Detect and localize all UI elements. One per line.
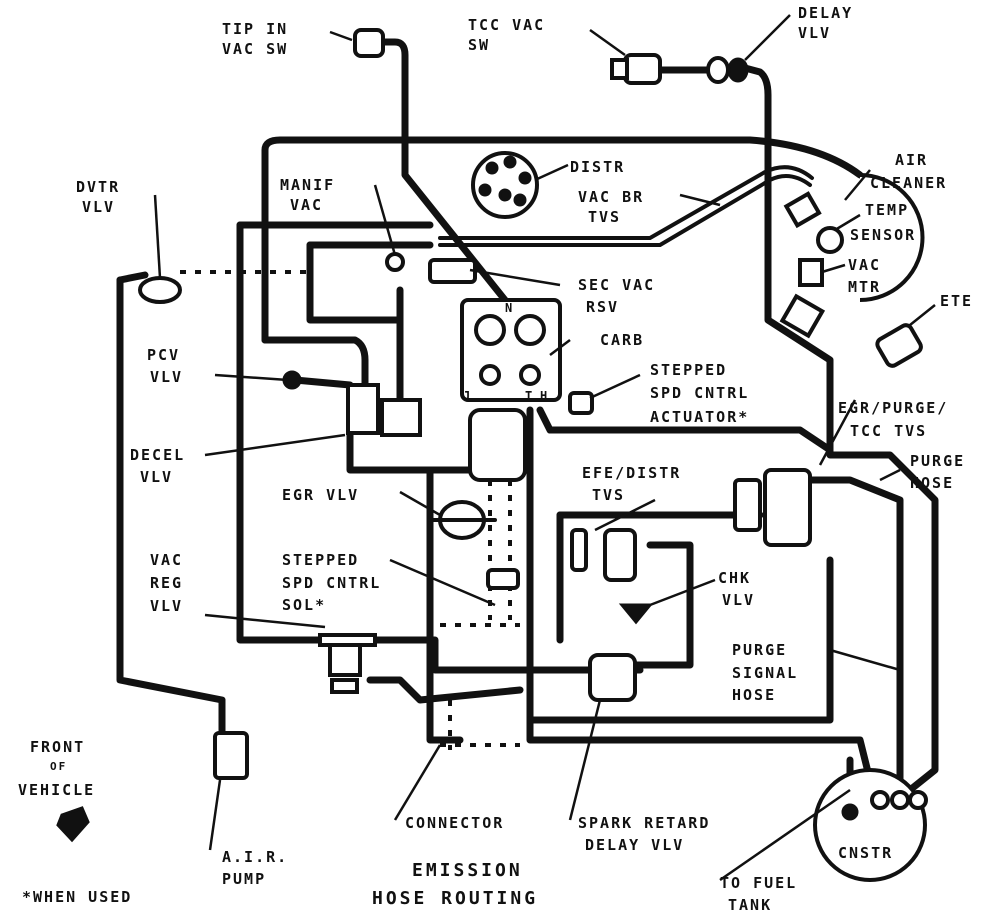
delay-label-1: DELAY [798,4,853,22]
air-pump-label-1: A.I.R. [222,848,288,866]
vac-mtr-label-1: VAC [848,256,881,274]
stepped-sol-label-3: SOL* [282,596,326,614]
sec-vac-label-2: RSV [586,298,619,316]
stepped-speed-actuator [568,391,594,415]
vac-reg-label-1: VAC [150,551,183,569]
purge-hose-label-2: HOSE [910,474,954,492]
front-label-3: VEHICLE [18,781,95,799]
labels: TIP IN VAC SW TCC VAC SW DELAY VLV DISTR… [18,4,973,914]
delay-label-2: VLV [798,24,831,42]
pcv-label-2: VLV [150,368,183,386]
efe-distr-label-1: EFE/DISTR [582,464,681,482]
spark-retard-label-2: DELAY VLV [585,836,684,854]
manif-label-1: MANIF [280,176,335,194]
chk-label-1: CHK [718,569,751,587]
to-fuel-label-1: TO FUEL [720,874,797,892]
efe-distr-tvs [733,468,812,547]
air-cleaner [779,173,925,339]
cnstr-label: CNSTR [838,844,893,862]
stepped-sol-label-1: STEPPED [282,551,359,569]
egr-purge-label-2: TCC TVS [850,422,927,440]
decel-valve [346,383,422,437]
temp-sensor-label-1: TEMP [865,201,909,219]
purge-hose-label-1: PURGE [910,452,965,470]
footnote: *WHEN USED [22,888,132,906]
to-fuel-label-2: TANK [728,896,772,914]
temp-sensor-label-2: SENSOR [850,226,916,244]
diagram-title-1: EMISSION [412,860,523,881]
dvtr-label-2: VLV [82,198,115,216]
tip-in-label-1: TIP IN [222,20,288,38]
connector-label: CONNECTOR [405,814,504,832]
diagram-title-2: HOSE ROUTING [372,888,538,909]
stepped-act-label-3: ACTUATOR* [650,408,749,426]
tip-in-vac-switch [353,28,385,58]
tcc-vac-label-1: TCC VAC [468,16,545,34]
tcc-vac-switch [610,53,662,85]
distributor [471,151,539,219]
purge-signal-label-1: PURGE [732,641,787,659]
carb-port-h: H [540,389,549,403]
stepped-act-label-2: SPD CNTRL [650,384,749,402]
dvtr-valve [138,276,182,304]
sec-vac-label-1: SEC VAC [578,276,655,294]
air-cleaner-label-1: AIR [895,151,928,169]
ete-label: ETE [940,292,973,310]
chk-label-2: VLV [722,591,755,609]
egr-valve [428,500,497,540]
carb-label: CARB [600,331,644,349]
decel-label-2: VLV [140,468,173,486]
front-label-1: FRONT [30,738,85,756]
air-cleaner-label-2: CLEANER [870,174,947,192]
tcc-vac-label-2: SW [468,36,490,54]
egr-purge-label-1: EGR/PURGE/ [838,399,948,417]
vac-reg-label-3: VLV [150,597,183,615]
vac-reg-label-2: REG [150,574,183,592]
vac-reg-valve [318,633,377,694]
air-pump-label-2: PUMP [222,870,266,888]
pcv-label-1: PCV [147,346,180,364]
leader-lines [153,14,936,882]
ete-sensor [875,323,923,368]
purge-signal-label-2: SIGNAL [732,664,798,682]
dvtr-label-1: DVTR [76,178,120,196]
vac-mtr-label-2: MTR [848,278,881,296]
stepped-speed-solenoid [486,568,520,590]
manifold-vac-fitting [385,252,405,272]
decel-label-1: DECEL [130,446,185,464]
delay-valve [706,56,749,84]
check-valve [570,528,654,625]
vac-br-label-2: TVS [588,208,621,226]
egr-vlv-label: EGR VLV [282,486,359,504]
vac-br-label-1: VAC BR [578,188,644,206]
canister [813,768,928,882]
spark-retard-label-1: SPARK RETARD [578,814,710,832]
distr-label: DISTR [570,158,625,176]
air-pump [213,731,249,780]
carburetor [460,298,562,482]
purge-signal-label-3: HOSE [732,686,776,704]
front-label-2: OF [50,760,67,773]
front-arrow-icon [56,806,90,843]
sec-vac-reservoir [428,258,477,284]
manif-label-2: VAC [290,196,323,214]
carb-port-n: N [505,301,514,315]
tip-in-label-2: VAC SW [222,40,288,58]
efe-distr-label-2: TVS [592,486,625,504]
carb-port-j: J [463,389,472,403]
spark-retard-delay-valve [588,653,637,702]
stepped-act-label-1: STEPPED [650,361,727,379]
carb-port-t: T [525,389,534,403]
stepped-sol-label-2: SPD CNTRL [282,574,381,592]
